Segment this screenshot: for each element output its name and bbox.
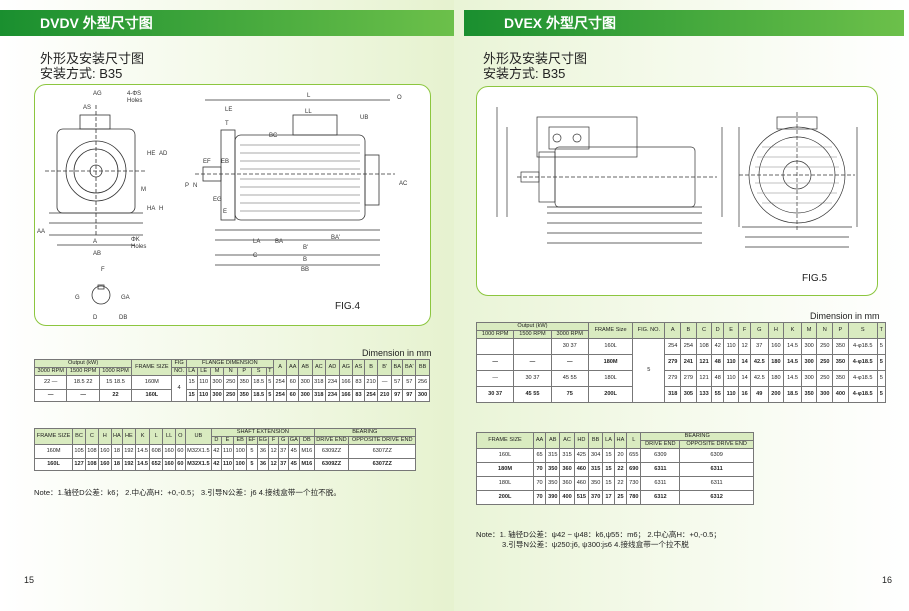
svg-text:AC: AC (399, 181, 408, 187)
svg-text:BA: BA (275, 239, 283, 245)
svg-text:Holes: Holes (131, 244, 146, 250)
left-note: Note：1.轴径D公差：k6； 2.中心高H：+0,-0.5； 3.引导N公差… (34, 488, 341, 497)
motor-drawing-fig5 (496, 107, 858, 248)
svg-text:B: B (303, 257, 307, 263)
svg-text:C: C (253, 253, 258, 259)
svg-text:AD: AD (159, 151, 168, 157)
svg-text:B': B' (303, 245, 308, 251)
left-header-banner: DVDV 外型尺寸图 (0, 10, 454, 36)
right-subtitle-1: 外形及安装尺寸图 (483, 51, 588, 66)
svg-text:H: H (159, 206, 163, 212)
svg-text:AS: AS (83, 105, 91, 111)
right-drawing-panel: FIG.5 (476, 86, 878, 296)
left-shaft-table: FRAME SIZE BC C H HA HE K L LL O UB SHAF… (33, 428, 417, 471)
fig5-label: FIG.5 (802, 273, 828, 284)
left-subtitle-2: 安装方式: B35 (40, 66, 123, 81)
side-view (195, 99, 395, 266)
svg-text:F: F (101, 267, 105, 273)
svg-text:EB: EB (221, 159, 229, 165)
side-view-labels: L O LE LL T UB BC P N EF EB EG E LA BA B… (185, 93, 408, 273)
right-page: DVEX 外型尺寸图 外形及安装尺寸图 安装方式: B35 (454, 0, 909, 611)
svg-text:4-ΦS: 4-ΦS (127, 91, 141, 97)
side-view-fins (240, 144, 360, 212)
svg-text:BB: BB (301, 267, 309, 273)
right-note-1: Note：1. 轴径D公差：ψ42 ~ ψ48：k6,ψ55：m6； 2.中心高… (476, 530, 721, 539)
fig5-side-view (496, 107, 723, 244)
left-page-number: 15 (24, 575, 35, 585)
left-flange-table: Output (kW) FRAME SIZE FIG FLANGE DIMENS… (33, 359, 430, 402)
svg-text:E: E (223, 209, 227, 215)
svg-text:EF: EF (203, 159, 211, 165)
svg-text:N: N (193, 183, 197, 189)
svg-text:L: L (307, 93, 311, 99)
svg-text:LA: LA (253, 239, 260, 245)
svg-text:O: O (397, 95, 402, 101)
fig5-end-view (738, 112, 858, 248)
svg-text:P: P (185, 183, 189, 189)
right-note-2: 3.引导N公差：ψ250:j6, ψ300:js6 4.接线盒带一个拉不脱 (502, 540, 689, 549)
motor-drawing-fig4: AG AS 4-ΦS Holes HE AD HA H M AA A AB ΦK… (37, 91, 408, 321)
svg-text:Holes: Holes (127, 98, 142, 104)
left-drawing-panel: AG AS 4-ΦS Holes HE AD HA H M AA A AB ΦK… (34, 84, 431, 326)
left-page: DVDV 外型尺寸图 外形及安装尺寸图 安装方式: B35 AG (0, 0, 454, 611)
right-unit-label: Dimension in mm (810, 311, 880, 321)
right-frame-table: FRAME SIZE AA AB AC HD BB LA HA L BEARIN… (476, 432, 754, 505)
end-view (45, 105, 147, 305)
right-subtitle-2: 安装方式: B35 (483, 66, 566, 81)
svg-text:T: T (225, 121, 229, 127)
svg-text:AG: AG (93, 91, 102, 97)
svg-text:DB: DB (119, 315, 127, 321)
fig5-fins (755, 146, 839, 204)
svg-text:BC: BC (269, 133, 278, 139)
svg-text:AB: AB (93, 251, 101, 257)
svg-text:EG: EG (213, 197, 222, 203)
right-page-number: 16 (882, 575, 893, 585)
svg-text:LE: LE (225, 107, 232, 113)
svg-text:D: D (93, 315, 98, 321)
svg-text:G: G (75, 295, 80, 301)
svg-text:AA: AA (37, 229, 45, 235)
svg-text:HE: HE (147, 151, 155, 157)
fig4-label: FIG.4 (335, 301, 361, 312)
svg-text:GA: GA (121, 295, 130, 301)
svg-text:LL: LL (305, 109, 312, 115)
svg-text:M: M (141, 187, 146, 193)
svg-text:UB: UB (360, 115, 368, 121)
svg-text:ΦK: ΦK (131, 237, 140, 243)
end-view-labels: AG AS 4-ΦS Holes HE AD HA H M AA A AB ΦK… (37, 91, 168, 321)
right-dimension-table: Output (kW) FRAME Size FIG. NO. A B C D … (475, 322, 887, 403)
svg-text:BA': BA' (331, 235, 340, 241)
svg-text:HA: HA (147, 206, 155, 212)
right-header-banner: DVEX 外型尺寸图 (464, 10, 904, 36)
svg-text:A: A (93, 239, 97, 245)
left-subtitle-1: 外形及安装尺寸图 (40, 51, 145, 66)
left-unit-label: Dimension in mm (362, 348, 432, 358)
